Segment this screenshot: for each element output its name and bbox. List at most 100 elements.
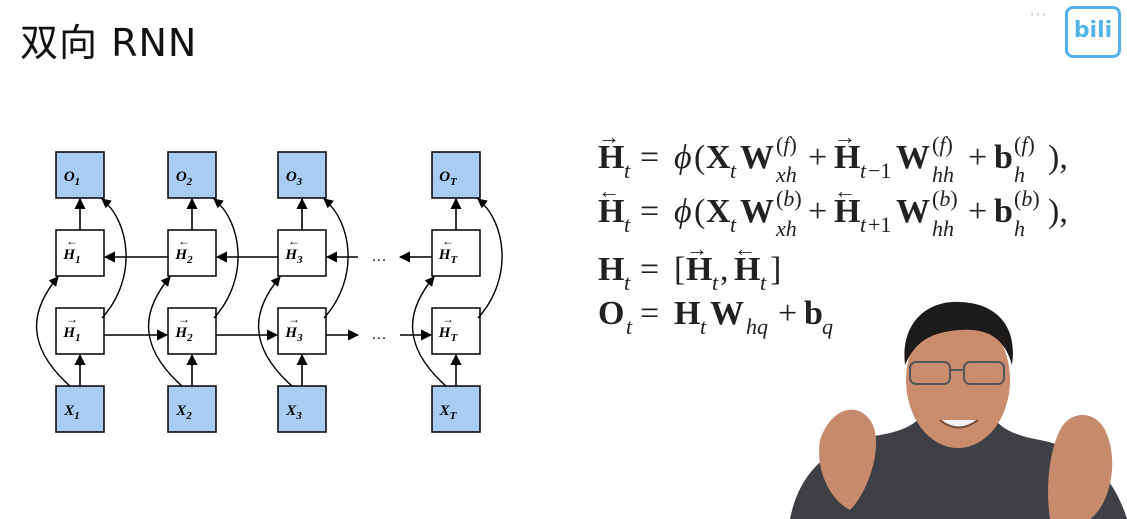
svg-text:=: = [640, 139, 659, 176]
svg-text:ϕ: ϕ [674, 139, 692, 176]
svg-text:+: + [778, 295, 797, 332]
edge-hf-to-o-1 [101, 198, 127, 319]
svg-text:(f): (f) [776, 132, 797, 157]
edge-hf-to-o-3 [323, 198, 349, 319]
svg-text:ϕ: ϕ [674, 193, 692, 230]
output-node-2-box [167, 151, 217, 199]
svg-text:hq: hq [746, 314, 768, 339]
svg-text:h: h [1014, 162, 1025, 186]
edge-x-to-hb-4 [411, 276, 447, 387]
svg-text:b: b [994, 193, 1013, 230]
backward-state-node-3-label-arrow: ← [288, 234, 300, 248]
equation-output-render: O t = H t W hq + b q [598, 295, 833, 339]
backward-state-node-4-box [431, 229, 481, 277]
watermark: ⋯ [1029, 4, 1047, 25]
ellipsis-forward: … [372, 327, 387, 343]
svg-text:H: H [674, 295, 700, 332]
bilibili-logo-icon: bili [1065, 6, 1121, 58]
backward-state-node-4-label-arrow: ← [442, 234, 454, 248]
forward-state-node-1-box [55, 307, 105, 355]
svg-text:(: ( [694, 193, 705, 230]
svg-text:−1: −1 [868, 158, 891, 183]
svg-text:=: = [640, 193, 659, 230]
edge-hf-to-o-4 [477, 198, 503, 319]
input-node-1-box [55, 385, 105, 433]
svg-text:h: h [1014, 216, 1025, 240]
equation-forward-render: H → t = ϕ ( X t W (f) xh + H → t −1 W (f… [598, 124, 1068, 187]
output-node-1-box [55, 151, 105, 199]
svg-text:t: t [624, 212, 631, 237]
svg-text:H: H [598, 139, 624, 176]
edge-x-to-hb-2 [147, 276, 183, 387]
svg-text:hh: hh [932, 216, 954, 240]
svg-text:=: = [640, 251, 659, 288]
svg-text:X: X [706, 193, 731, 230]
svg-text:=: = [640, 295, 659, 332]
svg-text:b: b [994, 139, 1013, 176]
slide-title: 双向 RNN [20, 21, 198, 65]
svg-text:W: W [710, 295, 744, 332]
equation-concat: H t = [ H → t , H ← t ] [596, 236, 1116, 295]
svg-text:H: H [734, 251, 760, 288]
edge-x-to-hb-1 [35, 276, 71, 387]
svg-text:←: ← [598, 186, 620, 203]
backward-state-node-2-box [167, 229, 217, 277]
svg-text:t: t [730, 212, 737, 237]
svg-text:(b): (b) [776, 186, 802, 211]
svg-text:H: H [834, 139, 860, 176]
svg-text:,: , [720, 251, 729, 288]
svg-text:H: H [686, 251, 712, 288]
svg-text:]: ] [770, 251, 781, 288]
svg-text:W: W [896, 139, 930, 176]
svg-text:H: H [598, 251, 624, 288]
svg-text:hh: hh [932, 162, 954, 186]
svg-text:t: t [624, 158, 631, 183]
svg-text:(b): (b) [932, 186, 958, 211]
backward-state-node-3-box [277, 229, 327, 277]
svg-text:(f): (f) [932, 132, 953, 157]
svg-text:→: → [686, 240, 708, 261]
equation-output: O t = H t W hq + b q [596, 294, 1116, 348]
svg-text:xh: xh [775, 216, 797, 240]
svg-text:t: t [860, 212, 867, 237]
forward-state-node-3-label-arrow: → [288, 312, 300, 326]
svg-text:W: W [740, 139, 774, 176]
svg-text:←: ← [834, 186, 856, 203]
svg-text:→: → [598, 132, 620, 149]
equation-backward: H ← t = ϕ ( X t W (b) xh + H ← t +1 W (b… [596, 178, 1116, 241]
svg-text:+: + [808, 139, 827, 176]
svg-text:),: ), [1048, 193, 1068, 230]
svg-text:t: t [700, 314, 707, 339]
edge-x-to-hb-3 [257, 276, 293, 387]
svg-text:q: q [822, 314, 833, 339]
forward-state-node-1-label-arrow: → [66, 312, 78, 326]
svg-text:t: t [712, 270, 719, 294]
presenter-video-overlay [790, 301, 1127, 519]
svg-text:t: t [730, 158, 737, 183]
svg-text:←: ← [734, 240, 756, 261]
forward-state-node-2-label-arrow: → [178, 312, 190, 326]
svg-text:[: [ [674, 251, 685, 288]
input-node-2-box [167, 385, 217, 433]
svg-text:X: X [706, 139, 731, 176]
svg-text:(: ( [694, 139, 705, 176]
equations: H → t = ϕ ( X t W (f) xh + H → t −1 W (f… [596, 124, 1116, 348]
forward-state-node-4-label-arrow: → [442, 312, 454, 326]
svg-text:+: + [968, 193, 987, 230]
equation-concat-render: H t = [ H → t , H ← t ] [598, 236, 781, 295]
equation-forward: H → t = ϕ ( X t W (f) xh + H → t −1 W (f… [596, 124, 1116, 187]
svg-text:b: b [804, 295, 823, 332]
equation-backward-render: H ← t = ϕ ( X t W (b) xh + H ← t +1 W (b… [598, 178, 1068, 241]
svg-text:O: O [598, 295, 624, 332]
svg-text:(f): (f) [1014, 132, 1035, 157]
svg-text:W: W [896, 193, 930, 230]
backward-state-node-1-label-arrow: ← [66, 234, 78, 248]
ellipsis-backward: … [372, 249, 387, 265]
svg-text:xh: xh [775, 162, 797, 186]
svg-text:+1: +1 [868, 212, 891, 237]
svg-text:t: t [626, 314, 633, 339]
svg-text:),: ), [1048, 139, 1068, 176]
svg-text:H: H [834, 193, 860, 230]
svg-text:t: t [624, 270, 631, 294]
edge-hf-to-o-2 [213, 198, 239, 319]
